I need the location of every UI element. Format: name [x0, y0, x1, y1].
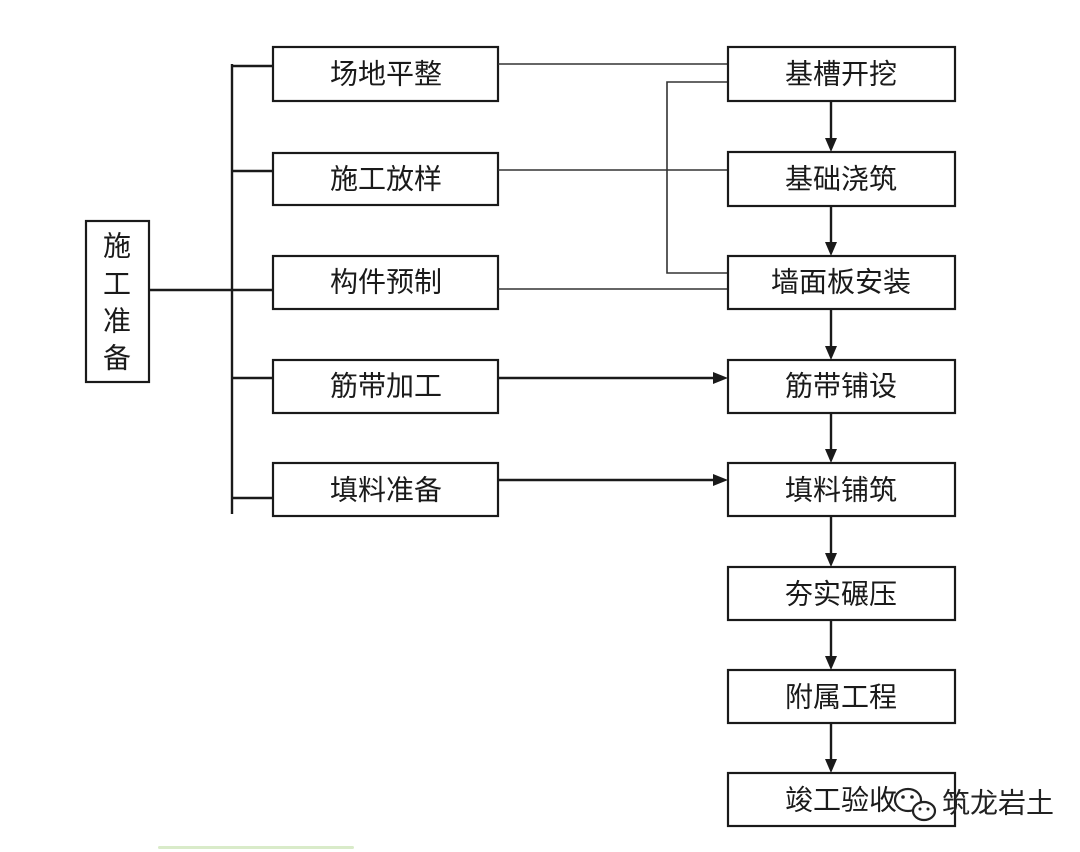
arrowhead-5	[825, 553, 837, 567]
main-label-completion-acceptance: 竣工验收	[785, 784, 897, 817]
arrowhead-fill-prep	[713, 474, 728, 486]
root-char-4: 备	[103, 342, 131, 375]
main-box-compaction: 夯实碾压	[726, 565, 957, 622]
prep-box-component-prefab: 构件预制	[271, 254, 500, 311]
prep-label-fill-prep: 填料准备	[330, 474, 442, 507]
main-label-ancillary-works: 附属工程	[785, 681, 897, 714]
main-box-trench-excavation: 基槽开挖	[726, 45, 957, 103]
arrowhead-1	[825, 138, 837, 152]
bottom-artifact-line	[158, 846, 354, 849]
prep-label-strip-processing: 筋带加工	[330, 370, 442, 403]
main-box-foundation-pouring: 基础浇筑	[726, 150, 957, 208]
main-label-trench-excavation: 基槽开挖	[785, 58, 897, 91]
prep-box-site-leveling: 场地平整	[271, 45, 500, 103]
prep-label-site-leveling: 场地平整	[330, 58, 442, 91]
root-char-3: 准	[103, 305, 131, 338]
watermark-text: 筑龙岩土	[942, 787, 1054, 820]
prep-box-strip-processing: 筋带加工	[271, 358, 500, 415]
arrowhead-strip-processing	[713, 372, 728, 384]
wechat-icon	[893, 787, 937, 822]
main-box-ancillary-works: 附属工程	[726, 668, 957, 725]
arrowhead-6	[825, 656, 837, 670]
prep-box-fill-prep: 填料准备	[271, 461, 500, 518]
main-label-strip-laying: 筋带铺设	[785, 370, 897, 403]
arrowhead-3	[825, 346, 837, 360]
main-box-strip-laying: 筋带铺设	[726, 358, 957, 415]
arrowhead-4	[825, 449, 837, 463]
main-box-panel-install: 墙面板安装	[726, 254, 957, 311]
arrowhead-2	[825, 242, 837, 256]
main-label-fill-placing: 填料铺筑	[785, 474, 897, 507]
root-char-1: 施	[103, 230, 131, 263]
prep-box-layout-staking: 施工放样	[271, 151, 500, 207]
root-box: 施 工 准 备	[84, 219, 151, 384]
bracket-excavation-to-panel	[666, 81, 728, 274]
watermark: 筑龙岩土	[893, 787, 1054, 822]
main-label-panel-install: 墙面板安装	[771, 266, 911, 299]
prep-label-layout-staking: 施工放样	[330, 163, 442, 196]
main-label-foundation-pouring: 基础浇筑	[785, 163, 897, 196]
main-label-compaction: 夯实碾压	[785, 578, 897, 611]
main-flow-arrows	[825, 101, 837, 773]
arrowhead-7	[825, 759, 837, 773]
prep-label-component-prefab: 构件预制	[330, 266, 442, 299]
main-box-fill-placing: 填料铺筑	[726, 461, 957, 518]
root-char-2: 工	[103, 268, 131, 301]
